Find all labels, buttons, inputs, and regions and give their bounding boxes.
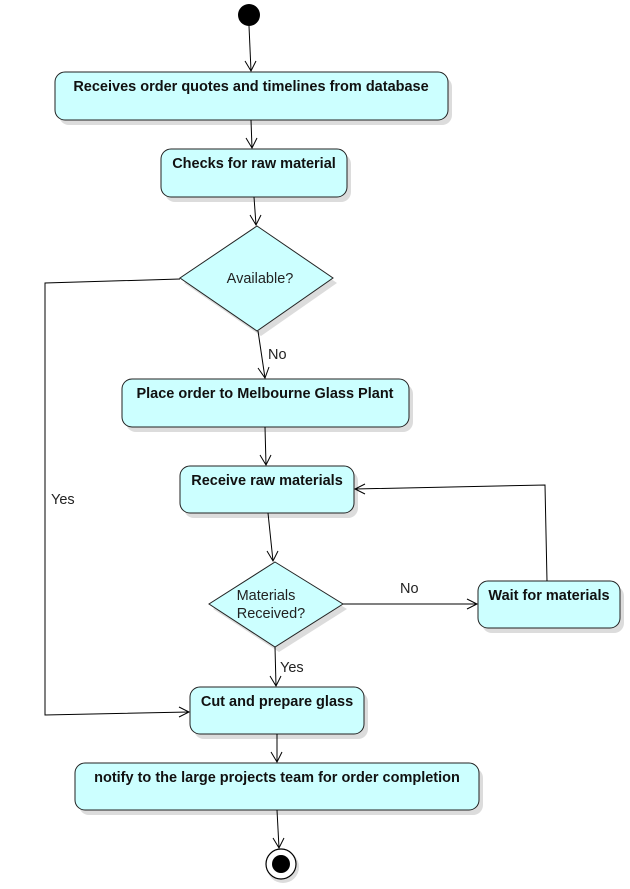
edge-label-received-no: No: [400, 581, 419, 597]
arrowhead: [353, 483, 366, 495]
edge-available-no: [257, 330, 266, 379]
edge-label-available-yes: Yes: [51, 492, 75, 508]
end-node: [265, 848, 299, 883]
arrowhead: [259, 454, 272, 467]
decision-materials-received-label-line1: Materials: [237, 588, 296, 604]
edge-check-to-available: [253, 196, 257, 226]
arrowhead: [270, 751, 283, 764]
activity-notify-team-label: notify to the large projects team for or…: [94, 770, 460, 786]
edge-start-to-receive-quotes: [248, 25, 252, 72]
activity-place-order-label: Place order to Melbourne Glass Plant: [136, 386, 393, 402]
arrowhead: [266, 550, 279, 563]
activity-notify-team[interactable]: notify to the large projects team for or…: [74, 762, 483, 815]
activity-check-raw-material[interactable]: Checks for raw material: [160, 148, 351, 202]
arrowhead: [244, 60, 257, 73]
decision-available[interactable]: Available?: [179, 225, 337, 336]
activity-wait-for-materials[interactable]: Wait for materials: [477, 580, 624, 633]
activity-cut-prepare-glass[interactable]: Cut and prepare glass: [189, 686, 368, 739]
edge-place-order-to-receive-raw: [264, 426, 267, 466]
start-node: [238, 4, 260, 26]
activity-receive-raw-materials[interactable]: Receive raw materials: [179, 465, 358, 518]
edge-label-available-no: No: [268, 347, 287, 363]
arrowhead: [249, 214, 262, 227]
activity-receive-quotes-label: Receives order quotes and timelines from…: [73, 79, 428, 95]
activity-check-raw-material-label: Checks for raw material: [172, 156, 336, 172]
decision-materials-received-label-line2: Received?: [237, 606, 306, 622]
arrowhead: [269, 675, 282, 688]
arrowhead: [272, 837, 285, 850]
arrowhead: [245, 137, 258, 150]
activity-receive-raw-materials-label: Receive raw materials: [191, 473, 343, 489]
activity-receive-quotes[interactable]: Receives order quotes and timelines from…: [54, 71, 452, 125]
edge-label-received-yes: Yes: [280, 660, 304, 676]
edge-receive-raw-to-decision: [267, 512, 274, 562]
activity-wait-for-materials-label: Wait for materials: [488, 588, 609, 604]
arrowhead: [257, 366, 270, 380]
edge-wait-to-receive-raw: [354, 484, 548, 582]
edge-notify-to-end: [276, 809, 280, 849]
edge-available-yes: [44, 278, 190, 716]
decision-available-label: Available?: [227, 271, 294, 287]
arrowhead: [178, 706, 191, 718]
edge-received-yes: [274, 646, 277, 687]
activity-cut-prepare-glass-label: Cut and prepare glass: [201, 694, 353, 710]
activity-place-order[interactable]: Place order to Melbourne Glass Plant: [121, 378, 413, 432]
decision-materials-received[interactable]: Materials Received?: [208, 561, 347, 652]
arrowhead: [466, 598, 479, 610]
edge-receive-quotes-to-check: [250, 119, 253, 149]
